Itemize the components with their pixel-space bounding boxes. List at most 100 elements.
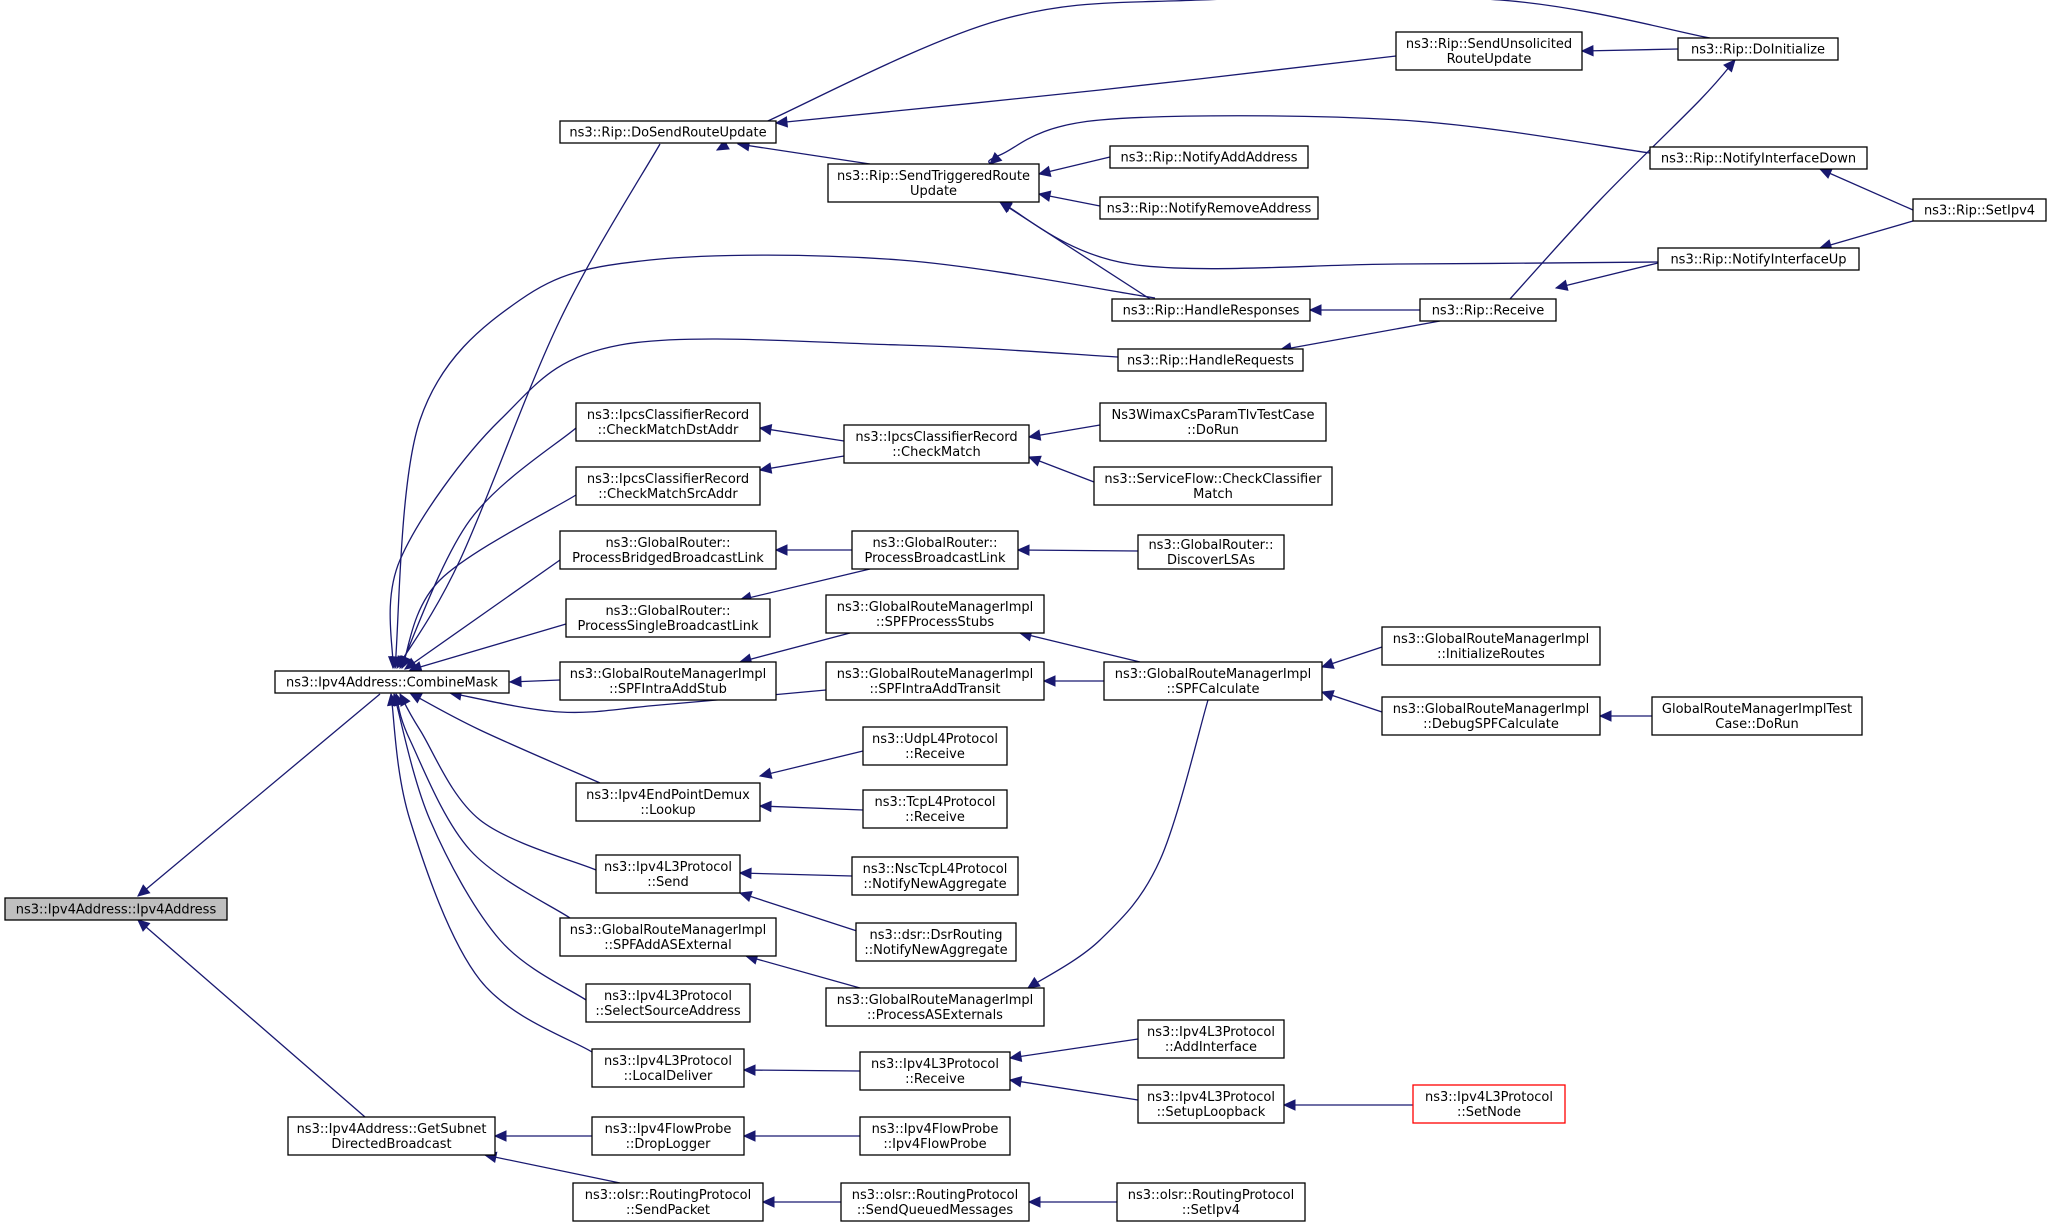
node-gr_discover[interactable]: ns3::GlobalRouter::DiscoverLSAs (1137, 534, 1285, 570)
node-nsctcp[interactable]: ns3::NscTcpL4Protocol::NotifyNewAggregat… (851, 856, 1019, 896)
node-label: ::Receive (905, 810, 965, 825)
edge-l3recv-to-l3local (742, 1064, 861, 1076)
node-label: ns3::olsr::RoutingProtocol (852, 1188, 1019, 1203)
node-grm_procas[interactable]: ns3::GlobalRouteManagerImpl::ProcessASEx… (825, 987, 1045, 1027)
node-label: ::AddInterface (1165, 1040, 1257, 1055)
node-label: ::Send (647, 875, 689, 890)
node-notifyrem[interactable]: ns3::Rip::NotifyRemoveAddress (1099, 196, 1319, 220)
node-grm_stubs[interactable]: ns3::GlobalRouteManagerImpl::SPFProcessS… (825, 594, 1045, 634)
node-root[interactable]: ns3::Ipv4Address::Ipv4Address (4, 897, 228, 921)
node-grm_spfcalc[interactable]: ns3::GlobalRouteManagerImpl::SPFCalculat… (1103, 661, 1323, 701)
node-label: ns3::GlobalRouteManagerImpl (837, 993, 1034, 1008)
edge-arrowhead (1554, 279, 1569, 291)
node-box (862, 789, 1008, 829)
node-label: ProcessBroadcastLink (864, 551, 1006, 566)
node-label: ns3::dsr::DsrRouting (870, 928, 1003, 943)
node-box (1137, 1084, 1285, 1124)
node-notifydown[interactable]: ns3::Rip::NotifyInterfaceDown (1649, 146, 1868, 170)
node-box (1912, 198, 2047, 222)
node-tcprecv[interactable]: ns3::TcpL4Protocol::Receive (862, 789, 1008, 829)
node-grm_intratransit[interactable]: ns3::GlobalRouteManagerImpl::SPFIntraAdd… (825, 661, 1045, 701)
node-l3addif[interactable]: ns3::Ipv4L3Protocol::AddInterface (1137, 1019, 1285, 1059)
node-ripreceive[interactable]: ns3::Rip::Receive (1419, 298, 1557, 322)
node-olsr_setipv4[interactable]: ns3::olsr::RoutingProtocol::SetIpv4 (1116, 1182, 1306, 1222)
node-box (825, 594, 1045, 634)
edge-doinit-to-sendunsol (1580, 44, 1679, 57)
edge-notifyrem-to-sendtrig (1037, 190, 1101, 207)
node-l3select[interactable]: ns3::Ipv4L3Protocol::SelectSourceAddress (585, 983, 751, 1023)
node-label: ns3::Ipv4Address::Ipv4Address (16, 903, 217, 918)
node-olsr_sendq[interactable]: ns3::olsr::RoutingProtocol::SendQueuedMe… (840, 1182, 1030, 1222)
node-notifyadd[interactable]: ns3::Rip::NotifyAddAddress (1109, 145, 1309, 169)
node-box (862, 726, 1008, 766)
edge-udprecv-to-epdemux (758, 750, 864, 779)
node-grm_initroutes[interactable]: ns3::GlobalRouteManagerImpl::InitializeR… (1381, 626, 1601, 666)
node-box (1103, 661, 1323, 701)
node-box (859, 1051, 1011, 1091)
node-combine[interactable]: ns3::Ipv4Address::CombineMask (274, 670, 510, 694)
edge-arrowhead (1027, 1196, 1041, 1208)
node-label: ::LocalDeliver (624, 1069, 713, 1084)
node-box (559, 661, 777, 701)
edge-line (759, 455, 845, 471)
node-grm_intrastub[interactable]: ns3::GlobalRouteManagerImpl::SPFIntraAdd… (559, 661, 777, 701)
node-box (1111, 298, 1311, 322)
edge-grm_debugspf-to-grm_spfcalc (1320, 690, 1383, 713)
edge-arrowhead (1818, 168, 1833, 179)
node-fp_ctor[interactable]: ns3::Ipv4FlowProbe::Ipv4FlowProbe (859, 1116, 1011, 1156)
node-handlereq[interactable]: ns3::Rip::HandleRequests (1117, 348, 1304, 372)
node-dosend[interactable]: ns3::Rip::DoSendRouteUpdate (559, 120, 777, 144)
node-dsr[interactable]: ns3::dsr::DsrRouting::NotifyNewAggregate (855, 922, 1017, 962)
edge-ripreceive-to-handleresp (1308, 304, 1420, 316)
node-handleresp[interactable]: ns3::Rip::HandleResponses (1111, 298, 1311, 322)
node-label: ::Lookup (640, 803, 695, 818)
node-udprecv[interactable]: ns3::UdpL4Protocol::Receive (862, 726, 1008, 766)
node-getsubnet[interactable]: ns3::Ipv4Address::GetSubnetDirectedBroad… (287, 1116, 496, 1156)
node-setipv4rip[interactable]: ns3::Rip::SetIpv4 (1912, 198, 2047, 222)
node-label: ::CheckMatchSrcAddr (598, 487, 738, 502)
node-label: Match (1193, 487, 1233, 502)
node-grm_asext[interactable]: ns3::GlobalRouteManagerImpl::SPFAddASExt… (559, 917, 777, 957)
node-box (1137, 534, 1285, 570)
node-l3setnode[interactable]: ns3::Ipv4L3Protocol::SetNode (1412, 1084, 1566, 1124)
node-ipcssrc[interactable]: ns3::IpcsClassifierRecord::CheckMatchSrc… (575, 466, 761, 506)
edge-line (1019, 632, 1141, 663)
edge-arrowhead (1723, 59, 1736, 73)
node-label: Update (910, 184, 957, 199)
node-l3send[interactable]: ns3::Ipv4L3Protocol::Send (595, 854, 741, 894)
node-box (1381, 696, 1601, 736)
node-fp_drop[interactable]: ns3::Ipv4FlowProbe::DropLogger (591, 1116, 745, 1156)
node-gr_single[interactable]: ns3::GlobalRouter::ProcessSingleBroadcas… (565, 598, 771, 638)
node-grm_debugspf[interactable]: ns3::GlobalRouteManagerImpl::DebugSPFCal… (1381, 696, 1601, 736)
node-doinit[interactable]: ns3::Rip::DoInitialize (1677, 37, 1839, 61)
edge-line (394, 254, 1156, 669)
edge-line (399, 427, 577, 669)
node-ipcscheck[interactable]: ns3::IpcsClassifierRecord::CheckMatch (843, 424, 1030, 464)
node-gr_bridged[interactable]: ns3::GlobalRouter::ProcessBridgedBroadca… (559, 530, 777, 570)
edge-line (739, 892, 861, 933)
node-ipcsdst[interactable]: ns3::IpcsClassifierRecord::CheckMatchDst… (575, 402, 761, 442)
node-epdemux[interactable]: ns3::Ipv4EndPointDemux::Lookup (575, 782, 761, 822)
node-label: ns3::Ipv4Address::CombineMask (286, 676, 498, 691)
node-label: ns3::GlobalRouteManagerImpl (1115, 667, 1312, 682)
node-l3local[interactable]: ns3::Ipv4L3Protocol::LocalDeliver (591, 1048, 745, 1088)
node-olsr_sendpkt[interactable]: ns3::olsr::RoutingProtocol::SendPacket (572, 1182, 764, 1222)
node-l3setloop[interactable]: ns3::Ipv4L3Protocol::SetupLoopback (1137, 1084, 1285, 1124)
node-gr_bcast[interactable]: ns3::GlobalRouter::ProcessBroadcastLink (851, 530, 1019, 570)
node-l3recv[interactable]: ns3::Ipv4L3Protocol::Receive (859, 1051, 1011, 1091)
node-label: ns3::GlobalRouteManagerImpl (570, 667, 767, 682)
node-label: ProcessSingleBroadcastLink (577, 619, 759, 634)
edge-grm_initroutes-to-grm_spfcalc (1320, 646, 1383, 669)
edge-arrowhead (758, 424, 773, 436)
node-label: ::ProcessASExternals (867, 1008, 1003, 1023)
node-box (591, 1048, 745, 1088)
edge-line (988, 115, 1651, 165)
node-notifyup[interactable]: ns3::Rip::NotifyInterfaceUp (1657, 247, 1860, 271)
node-wimaxtest[interactable]: Ns3WimaxCsParamTlvTestCase::DoRun (1099, 402, 1327, 442)
node-box (274, 670, 510, 694)
node-box (1093, 466, 1333, 506)
